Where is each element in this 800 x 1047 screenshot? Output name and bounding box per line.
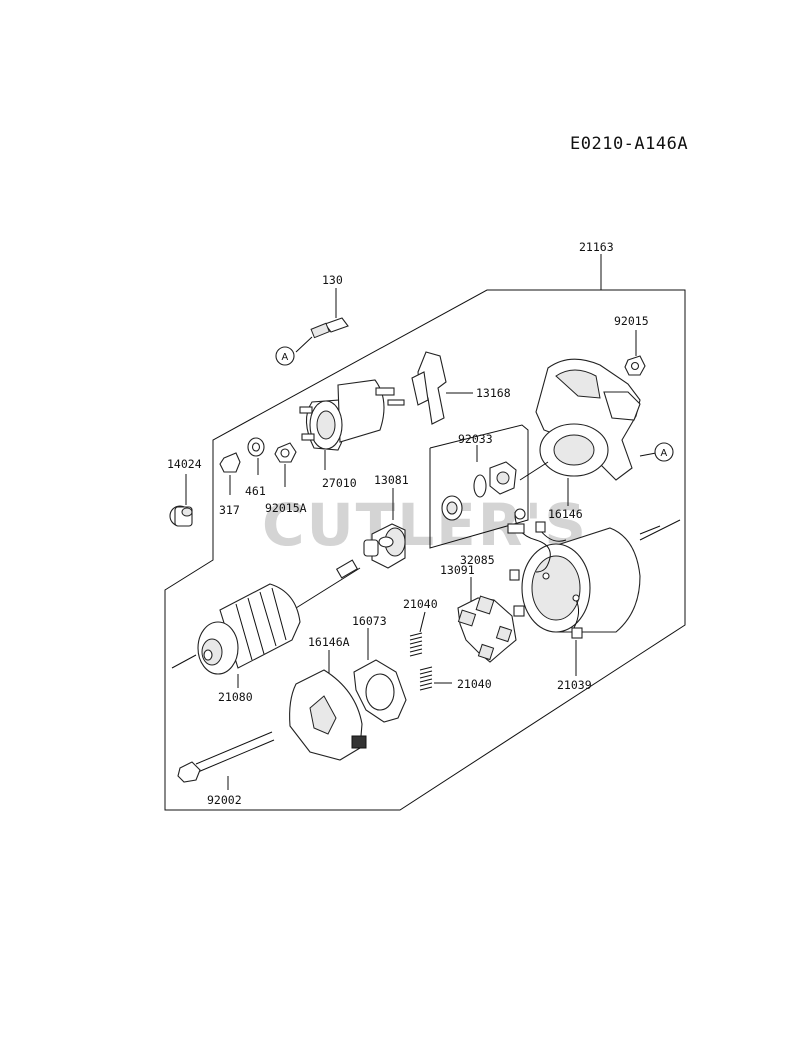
nut-317 (219, 452, 241, 495)
spring-21040-lower (419, 666, 452, 691)
nut-92015 (624, 330, 646, 376)
label-21163: 21163 (579, 240, 614, 254)
lever-13168 (411, 351, 473, 425)
label-21039: 21039 (557, 678, 592, 692)
svg-text:A: A (282, 352, 289, 363)
label-16073: 16073 (352, 614, 387, 628)
diagram-code: E0210-A146A (570, 134, 688, 154)
housing-16146 (519, 358, 657, 506)
label-21080: 21080 (218, 690, 253, 704)
label-13081: 13081 (374, 473, 409, 487)
washer-461 (247, 437, 265, 475)
label-317: 317 (219, 503, 240, 517)
label-92033: 92033 (458, 432, 493, 446)
label-32085: 32085 (460, 553, 495, 567)
label-461: 461 (245, 484, 266, 498)
cap-14024 (169, 474, 193, 527)
label-27010: 27010 (322, 476, 357, 490)
label-21040-upper: 21040 (403, 597, 438, 611)
label-92015a: 92015A (265, 501, 307, 515)
plate-16073 (353, 628, 407, 723)
label-92015: 92015 (614, 314, 649, 328)
label-16146: 16146 (548, 507, 583, 521)
nut-92015a (274, 442, 297, 487)
yoke (521, 519, 681, 633)
watermark: CUTLER'S (262, 491, 588, 559)
label-16146a: 16146A (308, 635, 350, 649)
label-21040-lower: 21040 (457, 677, 492, 691)
label-13168: 13168 (476, 386, 511, 400)
brush-wires (507, 508, 583, 639)
label-92002: 92002 (207, 793, 242, 807)
gear-92033 (441, 445, 517, 521)
label-14024: 14024 (167, 457, 202, 471)
spring-21040-upper (409, 611, 426, 657)
ref-marker-a-right: A (654, 442, 674, 462)
armature-21080 (171, 559, 361, 688)
ref-marker-a-left: A (275, 346, 295, 366)
bolt-130 (295, 288, 349, 353)
brush-holder-13091 (457, 577, 517, 663)
svg-text:A: A (661, 448, 668, 459)
label-13091: 13091 (440, 563, 475, 577)
solenoid-27010 (299, 379, 405, 470)
drive-13081 (363, 488, 406, 569)
label-130: 130 (322, 273, 343, 287)
cover-16146a (289, 650, 367, 761)
bolt-92002 (177, 731, 275, 790)
